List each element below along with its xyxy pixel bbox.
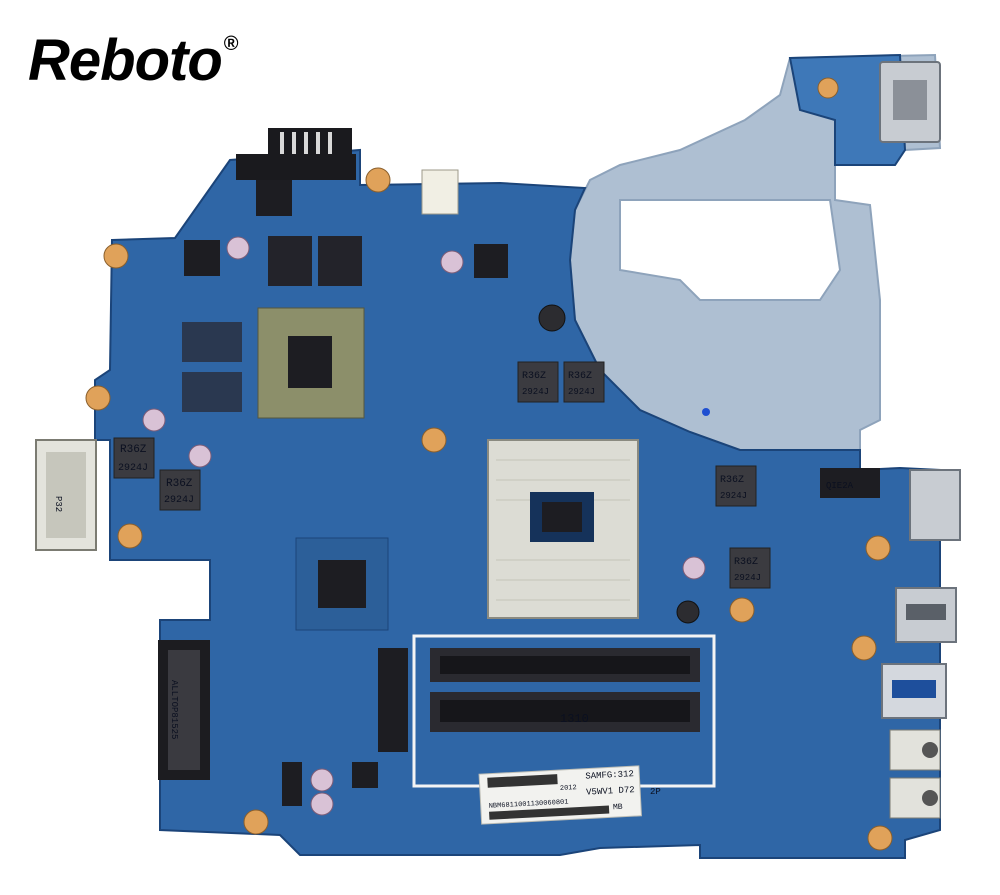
inductor-code: 2924J bbox=[568, 387, 595, 397]
sticker-line: V5WV1 D72 bbox=[586, 785, 635, 798]
inductor-label: R36Z bbox=[720, 475, 744, 486]
mount-pad bbox=[103, 243, 129, 269]
mount-pad bbox=[817, 77, 839, 99]
inductor-code: 2924J bbox=[720, 491, 747, 501]
inductor bbox=[159, 469, 201, 511]
capacitor bbox=[310, 768, 334, 792]
inductor-code: 2924J bbox=[164, 495, 194, 506]
connector-label: ALLTOP81525 bbox=[169, 680, 179, 739]
sticker-line: SAMFG:312 bbox=[585, 769, 634, 782]
vram-chip bbox=[182, 322, 242, 362]
inductor-code: 2924J bbox=[522, 387, 549, 397]
inductor bbox=[729, 547, 771, 589]
mount-pad bbox=[421, 427, 447, 453]
inductor-label: R36Z bbox=[166, 478, 193, 490]
trademark-symbol: ® bbox=[223, 33, 239, 55]
ic bbox=[352, 762, 378, 788]
inductor-label: R36Z bbox=[734, 557, 758, 568]
capacitor bbox=[310, 792, 334, 816]
capacitor bbox=[538, 304, 566, 332]
ic bbox=[184, 240, 220, 276]
battery-connector bbox=[236, 154, 356, 180]
brand-logo: Reboto® bbox=[28, 32, 238, 90]
capacitor bbox=[682, 556, 706, 580]
capacitor bbox=[676, 600, 700, 624]
mount-pad bbox=[117, 523, 143, 549]
mount-pad bbox=[851, 635, 877, 661]
mount-pad bbox=[729, 597, 755, 623]
sticker-small: MB bbox=[613, 803, 623, 813]
inductor bbox=[563, 361, 605, 403]
ic bbox=[282, 762, 302, 806]
rj45-opening bbox=[893, 80, 927, 120]
gpu-die bbox=[288, 336, 332, 388]
vga-port bbox=[909, 469, 961, 541]
vram-chip bbox=[182, 372, 242, 412]
ic bbox=[256, 180, 292, 216]
vram-chip bbox=[318, 236, 362, 286]
capacitor bbox=[440, 250, 464, 274]
sticker-small: 2012 bbox=[560, 784, 577, 793]
inductor-code: 2924J bbox=[118, 463, 148, 474]
mount-pad bbox=[865, 535, 891, 561]
mount-pad bbox=[243, 809, 269, 835]
mount-pad bbox=[867, 825, 893, 851]
ic-label: QIE2A bbox=[826, 481, 854, 491]
inductor-label: R36Z bbox=[522, 371, 546, 382]
inductor bbox=[517, 361, 559, 403]
inductor bbox=[113, 437, 155, 479]
capacitor bbox=[142, 408, 166, 432]
ic bbox=[378, 648, 408, 752]
marker-dot bbox=[702, 408, 710, 416]
sticker-small: 2P bbox=[650, 787, 661, 797]
fan-connector bbox=[421, 169, 459, 215]
ic bbox=[820, 468, 880, 498]
pch-die bbox=[318, 560, 366, 608]
mount-pad bbox=[85, 385, 111, 411]
brand-name: Reboto bbox=[28, 28, 223, 93]
capacitor bbox=[226, 236, 250, 260]
inductor-label: R36Z bbox=[568, 371, 592, 382]
ic bbox=[474, 244, 508, 278]
mount-pad bbox=[365, 167, 391, 193]
inductor-code: 2924J bbox=[734, 573, 761, 583]
inductor bbox=[715, 465, 757, 507]
bracket-cutout bbox=[619, 199, 842, 301]
capacitor bbox=[188, 444, 212, 468]
vram-chip bbox=[268, 236, 312, 286]
hdd-label: P32 bbox=[53, 496, 63, 512]
slot-label: 1310 bbox=[560, 712, 589, 726]
inductor-label: R36Z bbox=[120, 444, 147, 456]
